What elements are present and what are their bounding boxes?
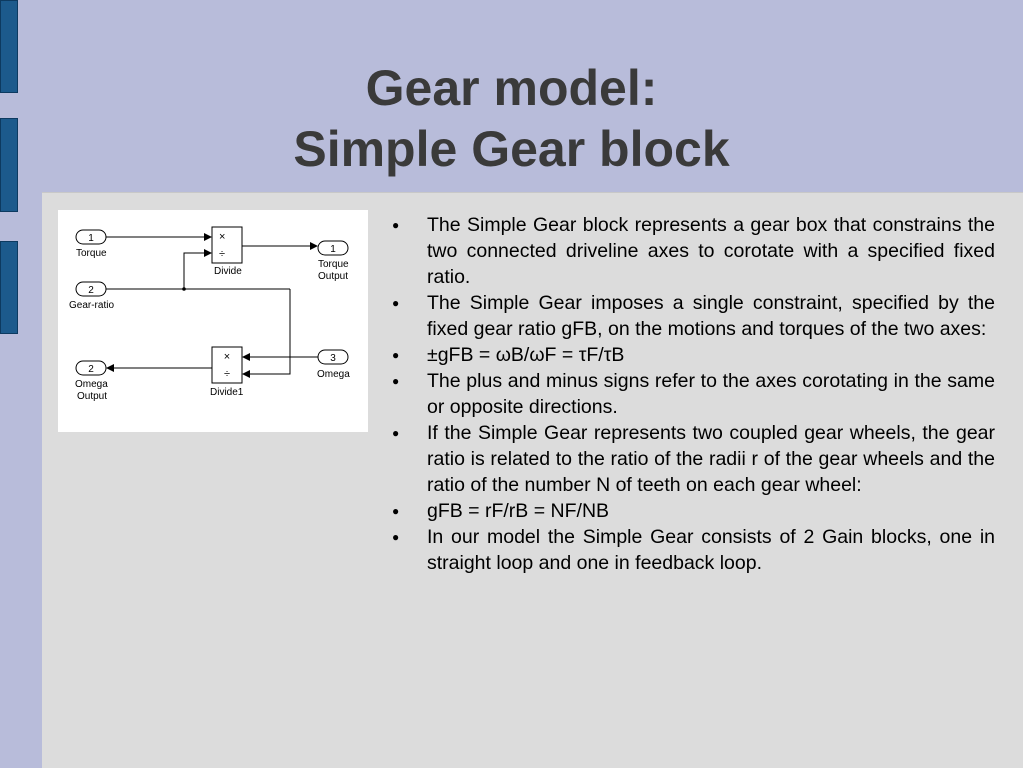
gear-ratio-inport-number: 2 [88,285,94,296]
list-item: ● In our model the Simple Gear consists o… [392,524,995,576]
bullet-marker: ● [392,218,400,232]
bullet-marker: ● [392,530,400,544]
list-item: ● The Simple Gear imposes a single constr… [392,290,995,342]
bullet-text: ±gFB = ωB/ωF = τF/τB [427,344,625,366]
bullet-marker: ● [392,374,400,388]
divide-block-divide-symbol: ÷ [219,248,225,260]
bullet-marker: ● [392,426,400,440]
list-item: ● The plus and minus signs refer to the a… [392,368,995,420]
slide-title-line-1: Gear model: [365,60,658,116]
torque-output-number: 1 [330,244,336,255]
edge-tab-1 [0,0,18,93]
omega-output-number: 2 [88,364,94,375]
omega-inport-label: Omega [317,369,350,380]
divide1-block-multiply-symbol: × [224,351,230,363]
divide1-block[interactable]: × ÷ Divide1 [210,346,244,398]
divide-block-label: Divide [214,266,242,277]
list-item: ● gFB = rF/rB = NF/NB [392,498,995,524]
bullet-text: The Simple Gear block represents a gear … [427,214,995,288]
divide1-block-label: Divide1 [210,387,244,398]
omega-output-label-2: Output [77,391,107,402]
list-item: ● The Simple Gear block represents a gear… [392,212,995,290]
omega-inport-number: 3 [330,353,336,364]
simulink-diagram: 1 Torque 2 Gear-ratio × ÷ Divide 1 Torqu… [58,210,368,432]
divide1-block-divide-symbol: ÷ [224,368,230,380]
torque-inport-number: 1 [88,233,94,244]
torque-inport-label: Torque [76,248,107,259]
bullet-text: In our model the Simple Gear consists of… [427,526,995,574]
list-item: ● ±gFB = ωB/ωF = τF/τB [392,342,995,368]
divide-block[interactable]: × ÷ Divide [211,226,243,277]
edge-tab-3 [0,241,18,334]
divide-block-multiply-symbol: × [219,231,225,243]
torque-output-outport[interactable]: 1 Torque Output [317,240,349,282]
slide-title: Gear model: Simple Gear block [0,58,1023,180]
torque-output-label-1: Torque [318,259,349,270]
torque-output-label-2: Output [318,271,348,282]
bullet-marker: ● [392,504,400,518]
bullet-list: ● The Simple Gear block represents a gear… [392,212,995,576]
torque-inport[interactable]: 1 Torque [75,229,107,259]
branch-point [182,287,186,291]
edge-tab-2 [0,118,18,212]
omega-inport[interactable]: 3 Omega [317,349,350,380]
bullet-text: If the Simple Gear represents two couple… [427,422,995,496]
signal-lines [106,233,318,378]
omega-output-label-1: Omega [75,379,108,390]
gear-ratio-inport[interactable]: 2 Gear-ratio [69,281,114,311]
omega-output-outport[interactable]: 2 Omega Output [75,360,108,402]
slide-title-line-2: Simple Gear block [293,121,730,177]
bullet-marker: ● [392,296,400,310]
list-item: ● If the Simple Gear represents two coupl… [392,420,995,498]
bullet-text: gFB = rF/rB = NF/NB [427,500,610,522]
bullet-marker: ● [392,348,400,362]
gear-ratio-inport-label: Gear-ratio [69,300,114,311]
bullet-text: The Simple Gear imposes a single constra… [427,292,995,340]
bullet-text: The plus and minus signs refer to the ax… [427,370,995,418]
